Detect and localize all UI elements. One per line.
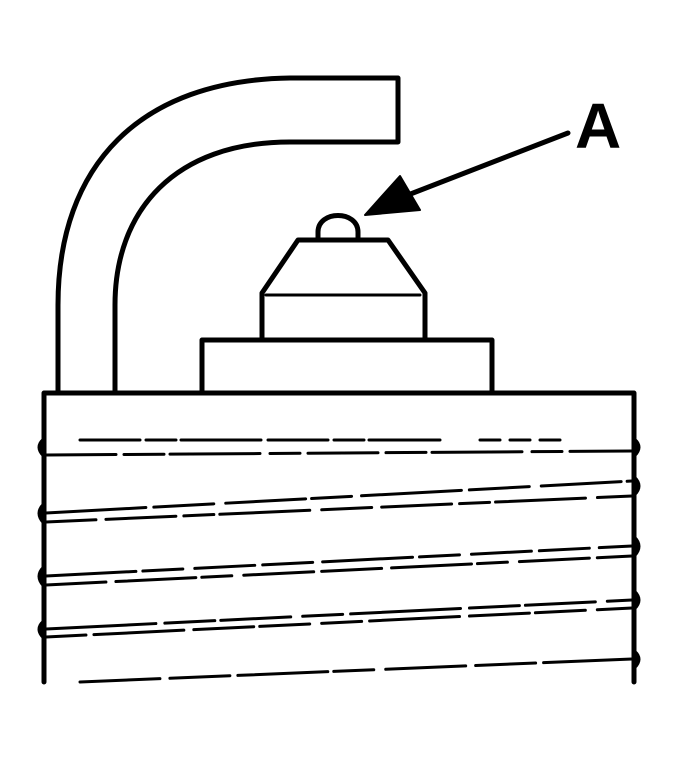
- thread-crest-right-3: [631, 535, 641, 558]
- thread-crest-left-3: [37, 565, 47, 588]
- thread-crest-right-4: [631, 589, 641, 611]
- threaded-shell: [37, 390, 641, 685]
- thread-crest-left-2: [37, 502, 47, 525]
- thread-crest-left-4: [37, 619, 47, 640]
- thread-line-5: [44, 544, 634, 578]
- callout-label-a: A: [575, 90, 621, 162]
- thread-line-4: [44, 494, 634, 524]
- center-electrode-tip: [315, 213, 361, 243]
- thread-line-8: [44, 606, 634, 639]
- callout-arrow: [364, 130, 571, 216]
- insulator-nose: [259, 237, 428, 341]
- thread-crest-right-5: [631, 649, 641, 670]
- thread-crest-right-1: [631, 437, 641, 458]
- thread-line-2: [44, 449, 634, 457]
- thread-line-6: [44, 554, 634, 587]
- thread-crest-right-2: [631, 475, 641, 497]
- thread-line-3: [44, 479, 634, 515]
- insulator-shoulder: [199, 337, 495, 396]
- thread-line-9: [78, 657, 634, 684]
- thread-crest-left-1: [37, 437, 47, 458]
- thread-line-7: [44, 598, 634, 631]
- ground-electrode: [55, 75, 401, 396]
